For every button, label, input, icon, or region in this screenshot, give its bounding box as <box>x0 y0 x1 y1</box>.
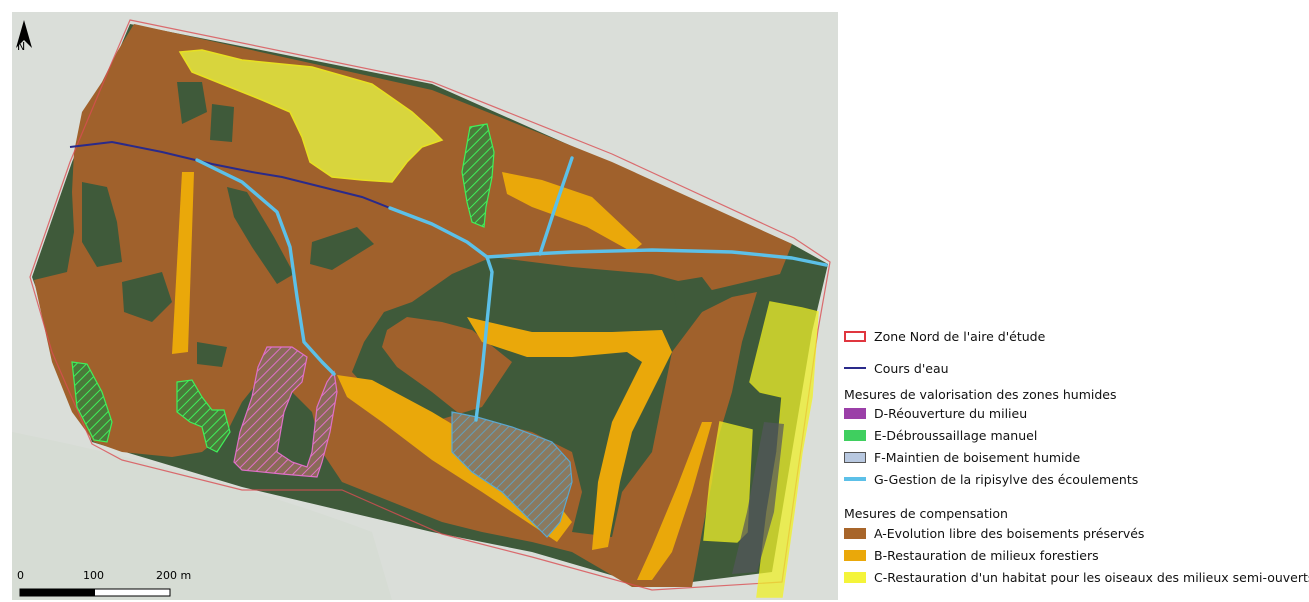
legend-item-e: E-Débroussaillage manuel <box>844 425 1037 445</box>
study-area-outline <box>29 19 831 591</box>
map-canvas[interactable] <box>12 12 838 600</box>
legend-label-b: B-Restauration de milieux forestiers <box>874 547 1099 563</box>
zone-e-3 <box>176 379 231 453</box>
zone-f-boisement-humide <box>451 411 573 538</box>
legend-item-c: C-Restauration d'un habitat pour les ois… <box>844 567 1309 587</box>
scale-tick-100: 100 <box>83 569 104 582</box>
legend-item-d: D-Réouverture du milieu <box>844 403 1027 423</box>
legend-label-stream: Cours d'eau <box>874 360 949 376</box>
legend-swatch-b <box>844 549 866 561</box>
legend-item-f: F-Maintien de boisement humide <box>844 447 1080 467</box>
zone-d-reouverture <box>233 346 338 478</box>
zone-b-east-strip <box>637 422 712 580</box>
legend-swatch-c <box>844 571 866 583</box>
legend-swatch-f <box>844 451 866 463</box>
legend-label-d: D-Réouverture du milieu <box>874 405 1028 421</box>
zone-c-east-2 <box>703 421 753 543</box>
scale-bar <box>19 588 171 597</box>
zone-b-loop <box>467 317 672 550</box>
zone-g-ripisylve <box>195 156 828 422</box>
legend-group-wetlands: Mesures de valorisation des zones humide… <box>844 387 1117 402</box>
legend-group-compensation: Mesures de compensation <box>844 506 1008 521</box>
north-arrow-icon <box>16 20 32 48</box>
legend-swatch-e <box>844 429 866 441</box>
legend-swatch-a <box>844 527 866 539</box>
legend-stream: Cours d'eau <box>844 358 949 378</box>
zone-c-north <box>178 49 444 183</box>
legend-item-b: B-Restauration de milieux forestiers <box>844 545 1099 565</box>
legend-study-area: Zone Nord de l'aire d'étude <box>844 326 1045 346</box>
zone-e-2 <box>71 361 113 443</box>
legend-swatch-stream <box>844 367 866 369</box>
scale-tick-200: 200 m <box>156 569 192 582</box>
legend-item-g: G-Gestion de la ripisylve des écoulement… <box>844 469 1138 489</box>
scale-tick-0: 0 <box>17 569 24 582</box>
stream-line <box>69 140 391 209</box>
north-label: N <box>17 40 26 53</box>
legend-swatch-d <box>844 407 866 419</box>
zone-e-1 <box>461 123 495 228</box>
legend-label-e: E-Débroussaillage manuel <box>874 427 1038 443</box>
zone-b-strip-2 <box>502 172 642 252</box>
zone-a-evolution-libre <box>34 24 792 587</box>
legend-label-c: C-Restauration d'un habitat pour les ois… <box>874 569 1309 585</box>
legend-label-a: A-Evolution libre des boisements préserv… <box>874 525 1145 541</box>
legend-label-g: G-Gestion de la ripisylve des écoulement… <box>874 471 1139 487</box>
legend-item-a: A-Evolution libre des boisements préserv… <box>844 523 1144 543</box>
legend-swatch-g <box>844 477 866 481</box>
legend-swatch-study-area <box>844 330 866 342</box>
legend-label-study-area: Zone Nord de l'aire d'étude <box>874 328 1046 344</box>
zone-b-strip-1 <box>172 172 194 354</box>
legend-label-f: F-Maintien de boisement humide <box>874 449 1081 465</box>
